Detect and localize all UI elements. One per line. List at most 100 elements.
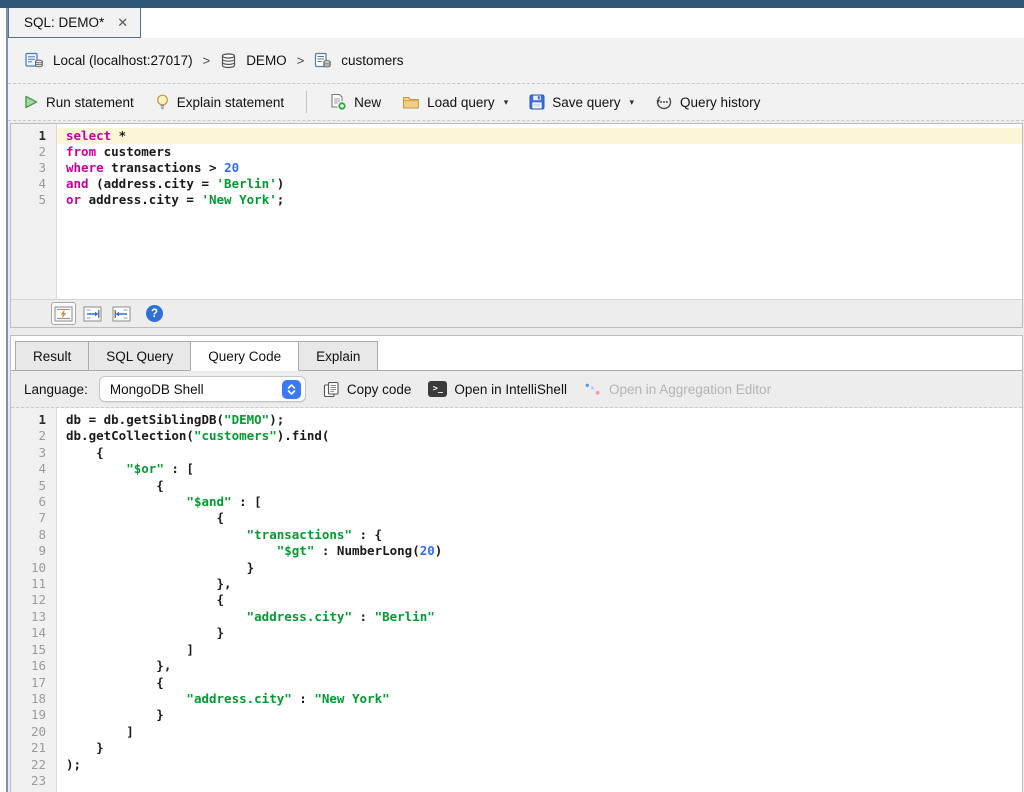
line-number: 14 — [30, 625, 46, 641]
tab-result-label: Result — [33, 348, 72, 364]
indent-left-button[interactable] — [109, 302, 134, 325]
line-number: 12 — [30, 592, 46, 608]
load-query-button[interactable]: Load query ▾ — [402, 95, 508, 110]
run-icon — [23, 94, 39, 110]
language-label: Language: — [24, 381, 88, 397]
tab-sql-demo[interactable]: SQL: DEMO* ✕ — [8, 8, 142, 38]
toolbar-separator — [306, 91, 308, 113]
query-history-label: Query history — [680, 94, 761, 110]
code-line-text: } — [66, 625, 225, 641]
folder-icon — [402, 95, 420, 110]
code-line-text — [57, 773, 1022, 789]
database-icon — [220, 52, 237, 70]
code-line[interactable]: 22); — [11, 757, 1022, 773]
new-query-button[interactable]: New — [329, 93, 381, 111]
code-line[interactable]: 15 ] — [11, 642, 1022, 658]
code-line[interactable]: 16 }, — [11, 658, 1022, 674]
open-aggregation-editor-label: Open in Aggregation Editor — [608, 381, 772, 397]
code-line-text: } — [66, 740, 104, 756]
line-number: 11 — [30, 576, 46, 592]
code-line[interactable]: 19 } — [11, 707, 1022, 723]
code-line[interactable]: 3 where transactions > 20 — [11, 160, 1022, 176]
code-line[interactable]: 20 ] — [11, 724, 1022, 740]
breadcrumb-collection[interactable]: customers — [341, 53, 404, 68]
line-number: 3 — [38, 160, 46, 175]
indent-right-button[interactable] — [80, 302, 105, 325]
line-number: 7 — [38, 510, 46, 526]
code-line-text: where transactions > 20 — [66, 160, 240, 175]
code-line[interactable]: 17 { — [11, 675, 1022, 691]
query-history-button[interactable]: Query history — [655, 93, 760, 111]
window-left-border — [6, 8, 8, 792]
code-line[interactable]: 5 { — [11, 478, 1022, 494]
line-number: 2 — [38, 144, 46, 159]
run-statement-button[interactable]: Run statement — [23, 94, 134, 110]
code-line[interactable]: 18 "address.city" : "New York" — [11, 691, 1022, 707]
tab-sql-query[interactable]: SQL Query — [88, 341, 192, 371]
code-line[interactable]: 14 } — [11, 625, 1022, 641]
open-intellishell-button[interactable]: >_ Open in IntelliShell — [428, 381, 567, 397]
code-line-text: }, — [66, 658, 172, 674]
copy-code-button[interactable]: Copy code — [323, 381, 411, 398]
select-stepper-icon — [281, 379, 301, 399]
save-floppy-icon — [529, 94, 545, 110]
tab-query-code[interactable]: Query Code — [190, 341, 300, 371]
indent-left-icon — [112, 306, 131, 322]
line-number: 10 — [30, 559, 46, 575]
caret-down-icon: ▾ — [503, 96, 509, 107]
code-line[interactable]: 8 "transactions" : { — [11, 527, 1022, 543]
help-icon: ? — [146, 305, 163, 322]
explain-statement-button[interactable]: Explain statement — [155, 94, 284, 111]
code-line[interactable]: 13 "address.city" : "Berlin" — [11, 609, 1022, 625]
line-number: 6 — [38, 494, 46, 510]
save-query-button[interactable]: Save query ▾ — [529, 94, 634, 110]
code-line-text: { — [66, 674, 164, 690]
tab-explain[interactable]: Explain — [298, 341, 379, 371]
code-line[interactable]: 10 } — [11, 560, 1022, 576]
code-line[interactable]: 3 { — [11, 445, 1022, 461]
code-line[interactable]: 12 { — [11, 592, 1022, 608]
breadcrumb-connection[interactable]: Local (localhost:27017) — [53, 53, 193, 68]
language-select[interactable]: MongoDB Shell — [98, 376, 306, 402]
code-line[interactable]: 6 "$and" : [ — [11, 494, 1022, 510]
code-line[interactable]: 7 { — [11, 510, 1022, 526]
line-number: 16 — [30, 658, 46, 674]
code-line[interactable]: 21 } — [11, 740, 1022, 756]
code-line[interactable]: 4 "$or" : [ — [11, 461, 1022, 477]
code-line[interactable]: 9 "$gt" : NumberLong(20) — [11, 543, 1022, 559]
auto-format-button[interactable] — [51, 302, 76, 325]
help-button[interactable]: ? — [142, 302, 167, 325]
code-line-text: db = db.getSiblingDB("DEMO"); — [66, 412, 285, 427]
code-line-text: "$and" : [ — [186, 494, 262, 510]
line-number: 23 — [30, 772, 46, 788]
breadcrumb-database[interactable]: DEMO — [246, 53, 287, 68]
code-line-text: } — [66, 559, 255, 575]
code-line[interactable]: 23 — [11, 773, 1022, 789]
editor-icon-bar: ? — [11, 299, 1022, 327]
line-number: 8 — [38, 526, 46, 542]
line-number: 21 — [30, 740, 46, 756]
line-number: 22 — [30, 756, 46, 772]
tab-result[interactable]: Result — [15, 341, 90, 371]
line-number: 4 — [38, 461, 46, 477]
code-line-text: { — [66, 510, 225, 526]
line-number: 18 — [30, 690, 46, 706]
new-query-label: New — [354, 94, 382, 110]
code-line[interactable]: 11 }, — [11, 576, 1022, 592]
line-number: 13 — [30, 608, 46, 624]
close-icon[interactable]: ✕ — [117, 15, 129, 30]
code-line-text: ] — [66, 723, 134, 739]
terminal-icon: >_ — [428, 381, 448, 397]
indent-right-icon — [83, 306, 102, 322]
run-statement-label: Run statement — [46, 94, 134, 110]
line-number: 4 — [38, 176, 46, 191]
